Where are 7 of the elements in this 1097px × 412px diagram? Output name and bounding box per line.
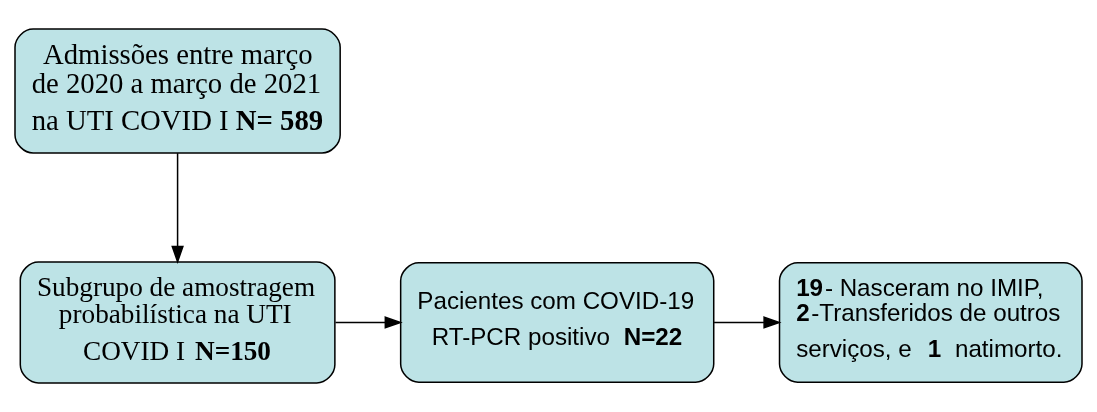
arrow bbox=[713, 316, 782, 329]
arrow bbox=[171, 152, 184, 264]
arrow bbox=[334, 316, 403, 329]
node-box: Pacientes com COVID-19 RT-PCR positivo N=22 bbox=[399, 261, 715, 383]
node-box: Admissões entre março de 2020 a março de 2021 na UTI COVID I N= 589 bbox=[14, 28, 341, 154]
node-box: Subgrupo de amostragem probabilística na UTI COVID I N=150 bbox=[19, 261, 336, 384]
node-box: 19- Nasceram no IMIP, 2-Transferidos de outros serviços, e 1 natimorto. bbox=[778, 261, 1083, 383]
